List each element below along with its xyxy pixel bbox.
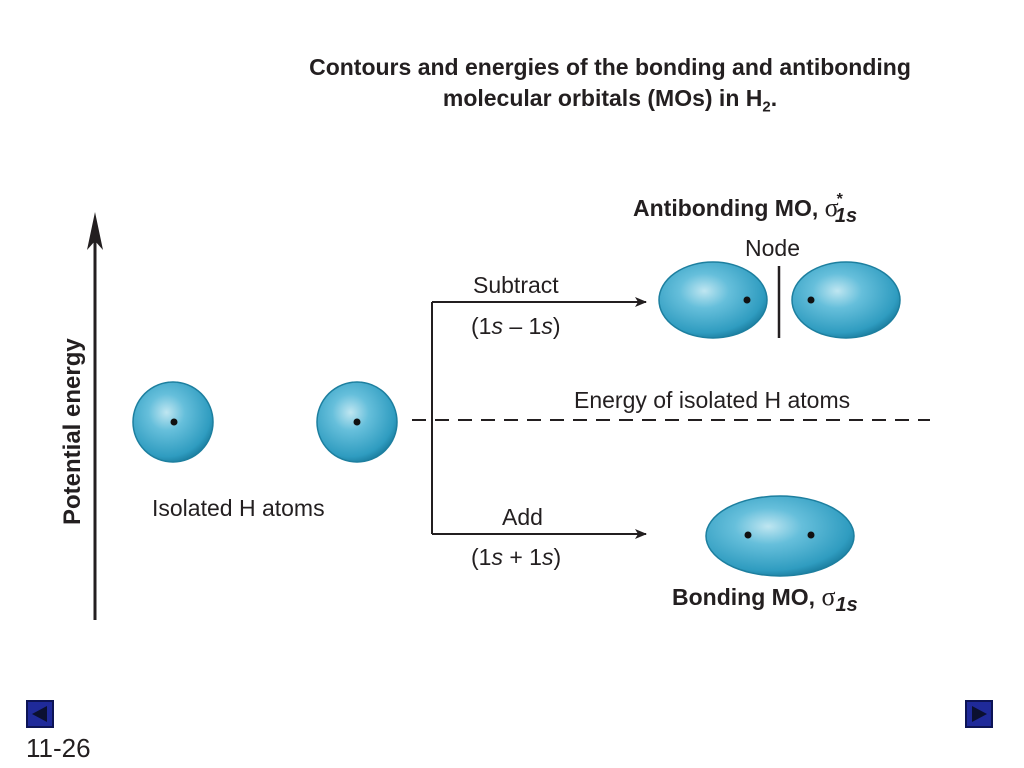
node-label: Node bbox=[745, 235, 800, 261]
antibonding-lobe-left bbox=[658, 261, 768, 339]
antibonding-label: Antibonding MO, σ*1s bbox=[633, 191, 857, 227]
triangle-left-icon bbox=[32, 706, 47, 722]
subtract-formula: (1s – 1s) bbox=[471, 313, 561, 339]
axis-label: Potential energy bbox=[59, 338, 86, 525]
slide-number: 11-26 bbox=[26, 733, 91, 763]
energy-line-label: Energy of isolated H atoms bbox=[574, 387, 850, 413]
title-line-2: molecular orbitals (MOs) in H2. bbox=[200, 83, 1020, 123]
nucleus-dot bbox=[353, 418, 361, 426]
isolated-label: Isolated H atoms bbox=[152, 495, 325, 521]
title-line-2-end: . bbox=[770, 85, 778, 111]
nucleus-dot bbox=[807, 296, 815, 304]
add-formula: (1s + 1s) bbox=[471, 544, 561, 570]
previous-slide-button[interactable] bbox=[26, 700, 54, 728]
nucleus-dot bbox=[744, 531, 752, 539]
triangle-right-icon bbox=[972, 706, 987, 722]
bonding-orbital bbox=[705, 495, 855, 577]
nucleus-dot bbox=[743, 296, 751, 304]
add-label: Add bbox=[502, 504, 543, 530]
bonding-label: Bonding MO, σ1s bbox=[672, 582, 858, 616]
title-line-1: Contours and energies of the bonding and… bbox=[309, 54, 911, 80]
title-subscript: 2 bbox=[762, 98, 771, 116]
antibonding-lobe-right bbox=[791, 261, 901, 339]
nucleus-dot bbox=[807, 531, 815, 539]
energy-axis-arrow-icon bbox=[87, 212, 103, 250]
title-line-2-text: molecular orbitals (MOs) in H bbox=[442, 85, 763, 111]
slide-title: Contours and energies of the bonding and… bbox=[200, 52, 1020, 123]
nucleus-dot bbox=[170, 418, 178, 426]
subtract-label: Subtract bbox=[473, 272, 559, 298]
next-slide-button[interactable] bbox=[965, 700, 993, 728]
